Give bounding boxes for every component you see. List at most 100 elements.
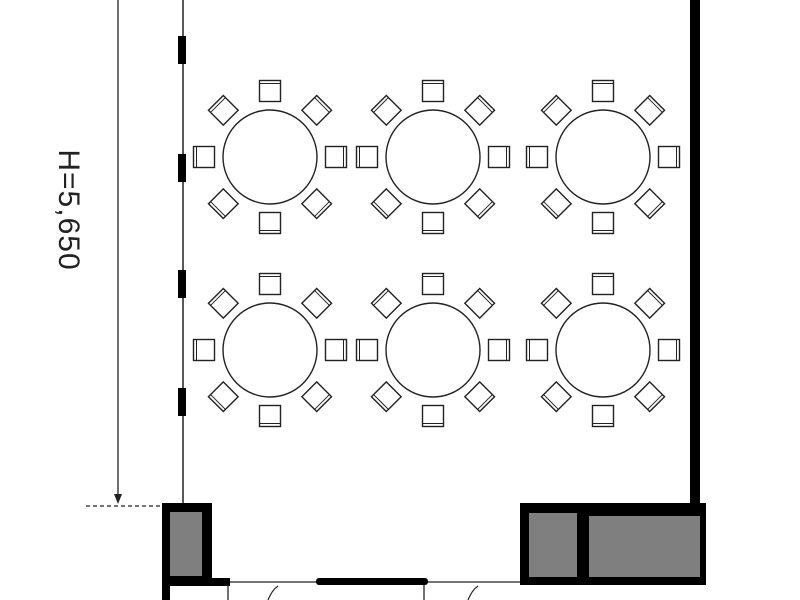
round-table [222, 109, 318, 205]
chair-back [210, 394, 226, 410]
chair [207, 380, 240, 413]
round-table-group [192, 79, 348, 235]
chair-back [647, 394, 663, 410]
chair-back [477, 290, 493, 306]
chair [370, 287, 403, 320]
chair-back [543, 201, 559, 217]
window-marker [178, 36, 186, 64]
round-table-group [355, 79, 511, 235]
window-marker [178, 270, 186, 298]
entrance [227, 578, 520, 600]
round-table-group [192, 272, 348, 428]
chair-back [647, 97, 663, 113]
round-table [385, 109, 481, 205]
chair [463, 94, 496, 127]
window-marker [178, 388, 186, 416]
chair-back [314, 290, 330, 306]
chair [525, 338, 549, 362]
chair [207, 94, 240, 127]
chair-back [373, 394, 389, 410]
chair [421, 211, 445, 235]
round-table-group [355, 272, 511, 428]
chair-back [543, 394, 559, 410]
chair-back [647, 290, 663, 306]
height-dimension-label: H=5,650 [52, 149, 85, 271]
chair [370, 187, 403, 220]
chair-back [314, 394, 330, 410]
chair [207, 187, 240, 220]
chair [591, 211, 615, 235]
chair [463, 380, 496, 413]
tables-layer [192, 79, 681, 428]
round-table-group [525, 79, 681, 235]
chair-back [210, 201, 226, 217]
chair [192, 338, 216, 362]
chair [192, 145, 216, 169]
chair [591, 404, 615, 428]
chair [355, 145, 379, 169]
chair-back [543, 97, 559, 113]
chair-back [647, 201, 663, 217]
round-table [555, 302, 651, 398]
chair [207, 287, 240, 320]
height-dimension [86, 0, 168, 507]
chair [487, 338, 511, 362]
chair [633, 94, 666, 127]
chair [300, 287, 333, 320]
chair-back [373, 97, 389, 113]
round-table [555, 109, 651, 205]
chair [324, 145, 348, 169]
chair-back [373, 290, 389, 306]
service-block-fill-left [529, 513, 577, 577]
chair [421, 79, 445, 103]
chair-back [314, 201, 330, 217]
chair [324, 338, 348, 362]
chair [300, 380, 333, 413]
chair [657, 338, 681, 362]
wall-segment [162, 578, 230, 586]
dimension-arrow [114, 494, 122, 504]
chair-back [477, 201, 493, 217]
round-table [385, 302, 481, 398]
chair [540, 287, 573, 320]
door-swing-arc [467, 585, 479, 600]
chair [633, 380, 666, 413]
round-table-group [525, 272, 681, 428]
chair-back [477, 394, 493, 410]
chair [258, 404, 282, 428]
chair-back [477, 97, 493, 113]
chair [591, 79, 615, 103]
chair [300, 94, 333, 127]
chair-back [543, 290, 559, 306]
chair [463, 287, 496, 320]
chair-back [314, 97, 330, 113]
left-wall [178, 0, 186, 505]
chair-back [373, 201, 389, 217]
chair [258, 79, 282, 103]
service-block-right [520, 503, 706, 585]
chair-back [210, 97, 226, 113]
round-table [222, 302, 318, 398]
chair [355, 338, 379, 362]
chair [525, 145, 549, 169]
door-swing-arc [267, 585, 279, 600]
chair [540, 187, 573, 220]
chair [370, 380, 403, 413]
chair [633, 187, 666, 220]
column-fill [170, 512, 202, 576]
chair [258, 272, 282, 296]
chair [370, 94, 403, 127]
chair [487, 145, 511, 169]
chair [591, 272, 615, 296]
chair [421, 272, 445, 296]
door-panel [316, 578, 428, 585]
wall-segment [162, 586, 170, 600]
chair [421, 404, 445, 428]
service-block-fill-right [589, 516, 700, 577]
chair [540, 94, 573, 127]
chair-back [210, 290, 226, 306]
window-marker [178, 154, 186, 182]
chair [657, 145, 681, 169]
